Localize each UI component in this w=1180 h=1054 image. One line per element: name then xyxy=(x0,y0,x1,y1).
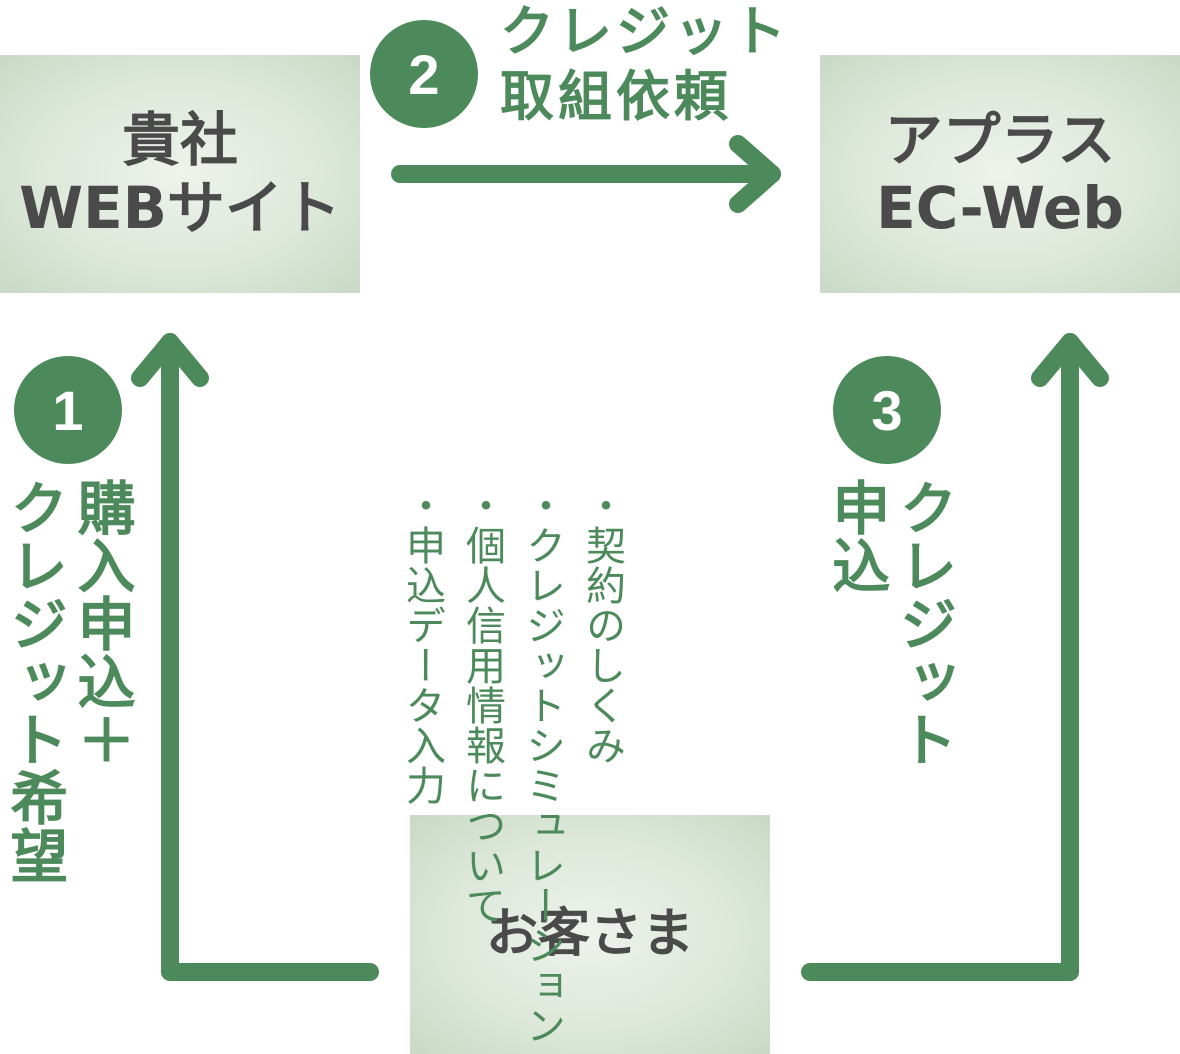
info-item-credit-info: ・個人信用情報について xyxy=(459,485,505,925)
customer-label: お客さま xyxy=(485,903,694,964)
customer-box: お客さま xyxy=(410,815,770,1054)
info-item-contract: ・契約のしくみ xyxy=(579,485,625,765)
step-3-badge: 3 xyxy=(833,356,941,464)
step-3-label-line2: 申込 xyxy=(822,478,891,594)
step-2-label-line2: 取組依頼 xyxy=(500,64,732,128)
step-1-label: 購入申込＋ クレジット希望 xyxy=(0,478,135,938)
arrow-customer-to-aplus xyxy=(801,333,1079,981)
step-2-label: クレジット 取組依頼 xyxy=(500,0,790,130)
arrowhead-site xyxy=(131,333,209,387)
aplus-ecweb-line1: アプラス xyxy=(884,105,1116,174)
company-website-line2: WEBサイト xyxy=(19,174,341,242)
aplus-ecweb-box: アプラス EC-Web xyxy=(820,55,1180,293)
step-1-badge: 1 xyxy=(14,356,122,464)
company-website-line1: 貴社 xyxy=(121,105,238,174)
step-3-label: クレジット 申込 xyxy=(822,478,957,808)
info-item-data-entry: ・申込データ入力 xyxy=(399,485,445,805)
arrowhead-aplus-right xyxy=(729,135,781,213)
step-1-label-line2: クレジット希望 xyxy=(0,478,69,884)
company-website-box: 貴社 WEBサイト xyxy=(0,55,360,293)
aplus-ecweb-line2: EC-Web xyxy=(876,174,1124,242)
step-2-badge: 2 xyxy=(370,20,478,128)
info-item-simulation: ・クレジットシミュレーション xyxy=(519,485,565,1045)
info-list: ・契約のしくみ ・クレジットシミュレーション ・個人信用情報について ・申込デー… xyxy=(392,485,632,1045)
arrowhead-aplus-up xyxy=(1031,333,1109,387)
step-1-label-line1: 購入申込＋ xyxy=(67,478,136,768)
step-2-label-line1: クレジット xyxy=(500,0,790,63)
arrow-customer-to-site xyxy=(161,333,379,981)
step-3-label-line1: クレジット xyxy=(889,478,958,768)
